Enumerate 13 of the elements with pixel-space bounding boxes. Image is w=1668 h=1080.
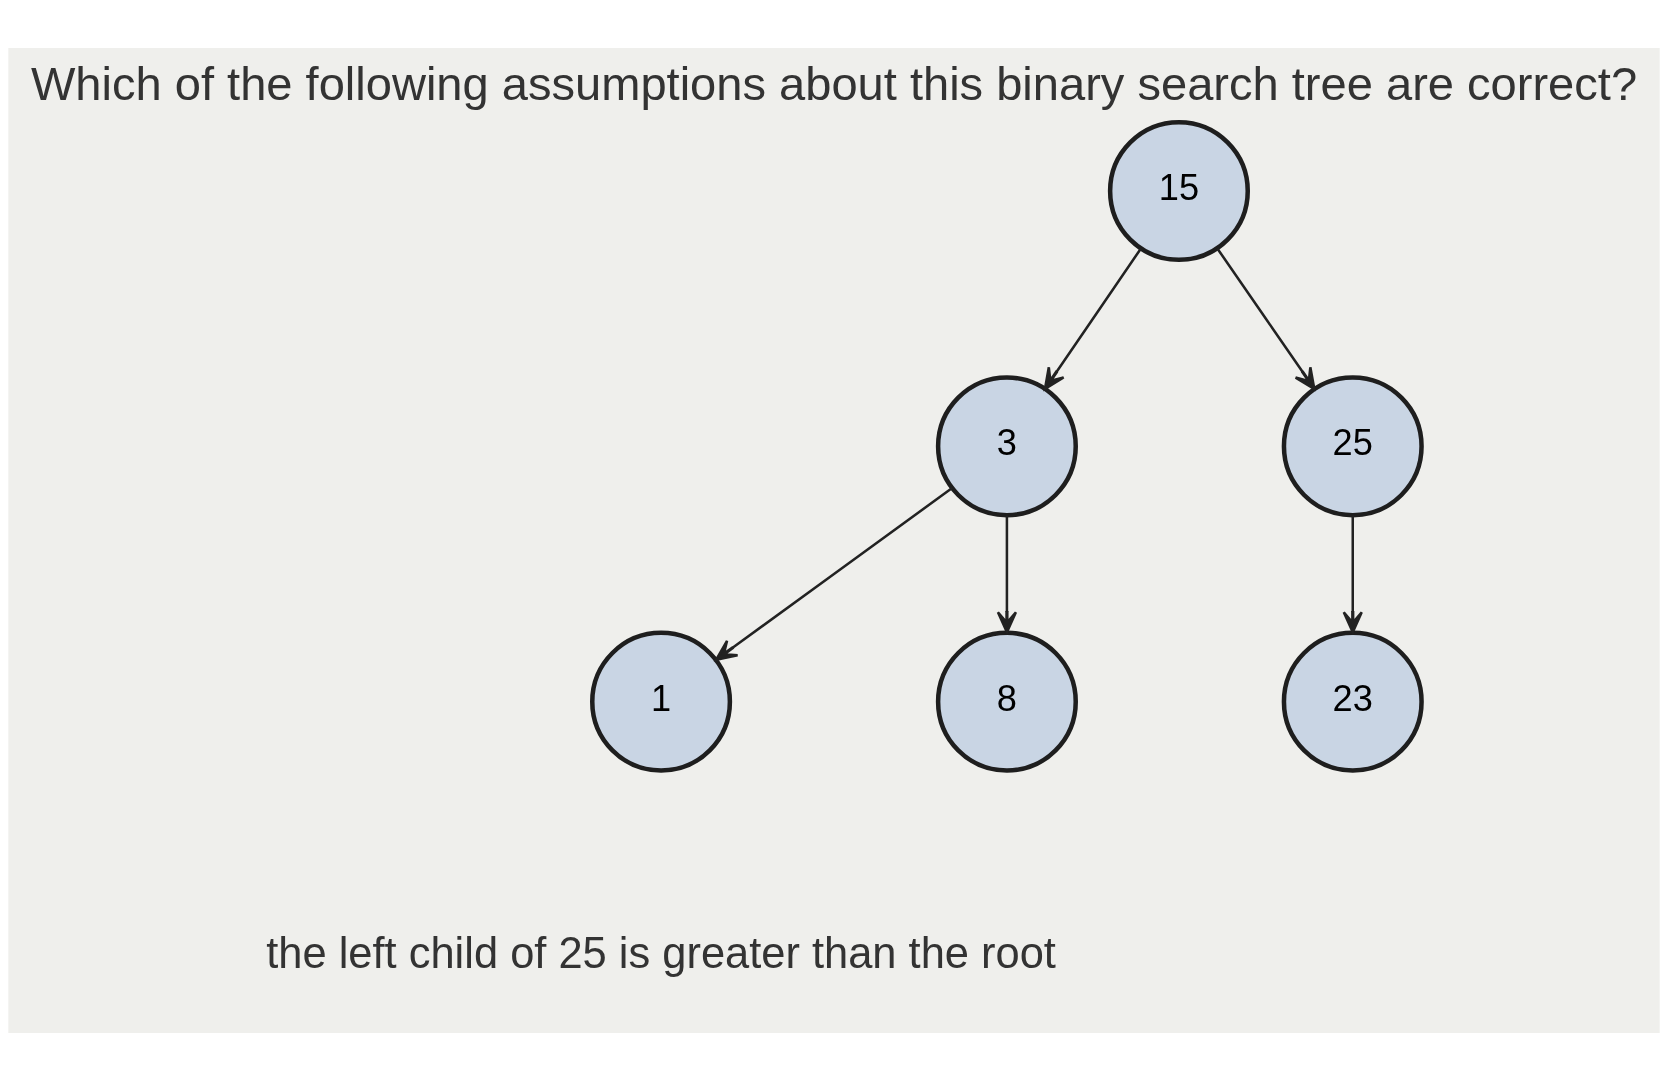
diagram-title: Which of the following assumptions about this binary search tree are correct?: [30, 56, 1638, 110]
node-circle: 15: [1107, 119, 1250, 262]
label: the left child of 25 is greater than the root: [266, 928, 1056, 977]
arrow: [1043, 247, 1142, 390]
arrow: [1216, 247, 1316, 390]
node-circle: 25: [1281, 374, 1424, 517]
node-circle: 1: [590, 630, 733, 773]
arrow: [1342, 515, 1363, 633]
node-circle: 8: [935, 630, 1078, 773]
arrow: [996, 515, 1018, 633]
arrow: [714, 486, 953, 661]
node-circle: 3: [935, 374, 1078, 517]
node-circle: 23: [1281, 630, 1424, 773]
